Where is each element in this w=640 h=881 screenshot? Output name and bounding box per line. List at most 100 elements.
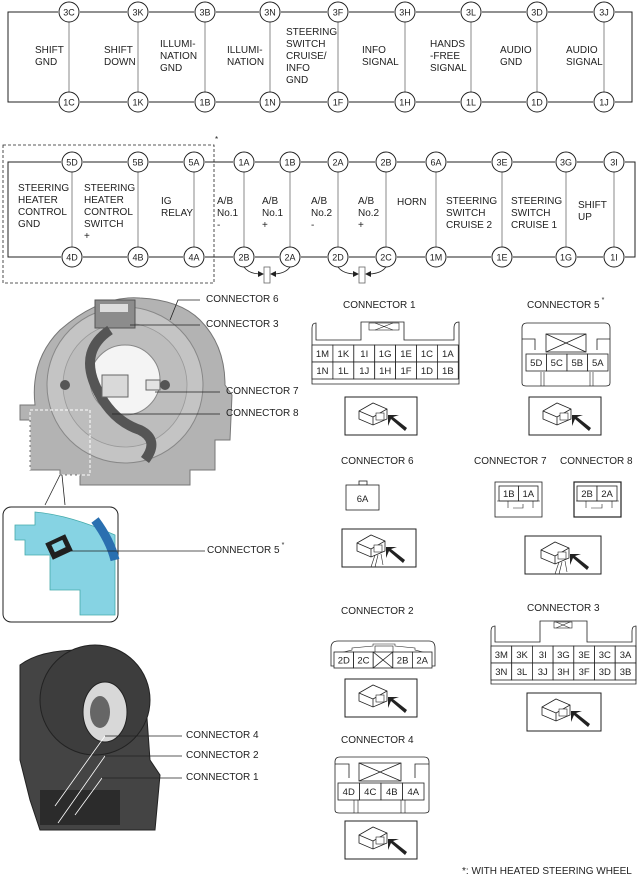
pin-node (593, 91, 615, 113)
pin-node (183, 151, 205, 173)
callout-connector-4: CONNECTOR 4 (186, 730, 259, 741)
pin-node-label: 3E (496, 158, 507, 168)
callout-connector-8: CONNECTOR 8 (226, 408, 299, 419)
pin-node-label: 3L (466, 8, 476, 18)
connector7-title: CONNECTOR 7 (474, 456, 547, 467)
circuit-label: STEERING SWITCH CRUISE 1 (511, 196, 563, 231)
connector4-pin-label: 4D (343, 787, 355, 798)
pin-node-label: 1F (333, 98, 344, 108)
pin-node (327, 91, 349, 113)
shorting-bar (263, 266, 271, 284)
callout-connector-5: CONNECTOR 5* (207, 542, 285, 556)
pin-node (555, 151, 577, 173)
pin-node (194, 1, 216, 23)
connector1-pin-cell (436, 361, 459, 380)
pin-node (127, 91, 149, 113)
pin-node (58, 1, 80, 23)
connector1-pin-label: 1I (360, 349, 368, 360)
pin-node (58, 91, 80, 113)
circuit-label: ILLUMI- NATION (227, 45, 265, 68)
callout-connector-7: CONNECTOR 7 (226, 386, 299, 397)
connector8-pin-label: 2A (601, 489, 613, 500)
pin-node-label: 5A (188, 158, 199, 168)
callout-connector-2: CONNECTOR 2 (186, 750, 259, 761)
connector6-housing (345, 484, 380, 511)
circuit-label: ILLUMI- NATION GND (160, 39, 198, 74)
pin-node (603, 246, 625, 268)
pin-node-label: 3I (610, 158, 618, 168)
circuit-label: A/B No.1 - (217, 196, 239, 231)
pin-node (259, 91, 281, 113)
pin-node-label: 3F (333, 8, 344, 18)
pin-node (375, 151, 397, 173)
pin-node-label: 1J (599, 98, 609, 108)
connector2-pin-cell (411, 651, 433, 669)
pin-node (491, 246, 513, 268)
connector5-pin-cell (587, 353, 609, 372)
clock-spring-photo-bottom (19, 644, 182, 831)
connector3-pin-label: 3D (599, 667, 611, 678)
connector5-title: CONNECTOR 5* (527, 297, 605, 311)
bottom-circuit-diagram: 5D4D5B4B5A4A1A2B1B2A2A2D2B2C6A1M3E1E3G1G… (2, 144, 636, 284)
circuit-label: STEERING SWITCH CRUISE 2 (446, 196, 498, 231)
pin-node (327, 246, 349, 268)
connector3-pin-cell (614, 662, 637, 681)
pin-node-label: 3C (63, 8, 75, 18)
connector1-pin-label: 1H (379, 366, 391, 377)
clock-spring-photo-top (19, 297, 233, 506)
connector3-pin-label: 3I (539, 650, 547, 661)
connector1-title: CONNECTOR 1 (343, 300, 416, 311)
connector6-title: CONNECTOR 6 (341, 456, 414, 467)
connector1-pin-label: 1K (338, 349, 350, 360)
pin-node-label: 3N (264, 8, 276, 18)
pin-node-label: 1K (132, 98, 143, 108)
pin-node-label: 6A (430, 158, 441, 168)
pin-node-label: 1D (531, 98, 543, 108)
pin-node-label: 1M (430, 253, 443, 263)
connector3-pin-label: 3H (557, 667, 569, 678)
circuit-label: STEERING HEATER CONTROL SWITCH + (84, 183, 136, 242)
pin-node (327, 151, 349, 173)
connector3-pin-label: 3A (620, 650, 632, 661)
callout-lines (112, 299, 220, 415)
pin-node (491, 151, 513, 173)
connector7-pin-label: 1B (503, 489, 515, 500)
connector4-pin-label: 4B (386, 787, 398, 798)
connector1-pin-label: 1D (421, 366, 433, 377)
pin-node-label: 4A (188, 253, 199, 263)
pin-node (555, 246, 577, 268)
pin-node (425, 246, 447, 268)
shorting-bar (358, 266, 366, 284)
pin-node-label: 2B (380, 158, 391, 168)
connector1-pin-label: 1C (421, 349, 433, 360)
footnote: *: WITH HEATED STEERING WHEEL (462, 866, 632, 877)
circuit-label: SHIFT DOWN (104, 45, 136, 68)
pin-node (327, 1, 349, 23)
pin-node-label: 1I (610, 253, 618, 263)
pin-node (279, 246, 301, 268)
pin-node-label: 3H (399, 8, 411, 18)
pin-node-label: 5B (132, 158, 143, 168)
connector2-pin-label: 2A (416, 656, 428, 667)
pin-node (526, 91, 548, 113)
callout-connector-1: CONNECTOR 1 (186, 772, 259, 783)
circuit-label: IG RELAY (161, 196, 194, 219)
connector1-pin-label: 1B (442, 366, 454, 377)
connector1-pin-label: 1N (316, 366, 328, 377)
connector3-pin-label: 3B (620, 667, 632, 678)
connector7-pin-label: 1A (522, 489, 534, 500)
connector2-title: CONNECTOR 2 (341, 606, 414, 617)
pin-node-label: 4D (66, 253, 78, 263)
heated-wheel-asterisk: * (215, 135, 219, 144)
pin-node (603, 151, 625, 173)
circuit-label: AUDIO SIGNAL (566, 45, 603, 68)
pin-node-label: 1A (238, 158, 249, 168)
pin-node-label: 3J (599, 8, 609, 18)
connector1-pin-label: 1E (400, 349, 412, 360)
connector3-pin-label: 3J (538, 667, 548, 678)
pin-node (259, 1, 281, 23)
connector1-pin-label: 1G (379, 349, 392, 360)
pin-node-label: 1B (284, 158, 295, 168)
